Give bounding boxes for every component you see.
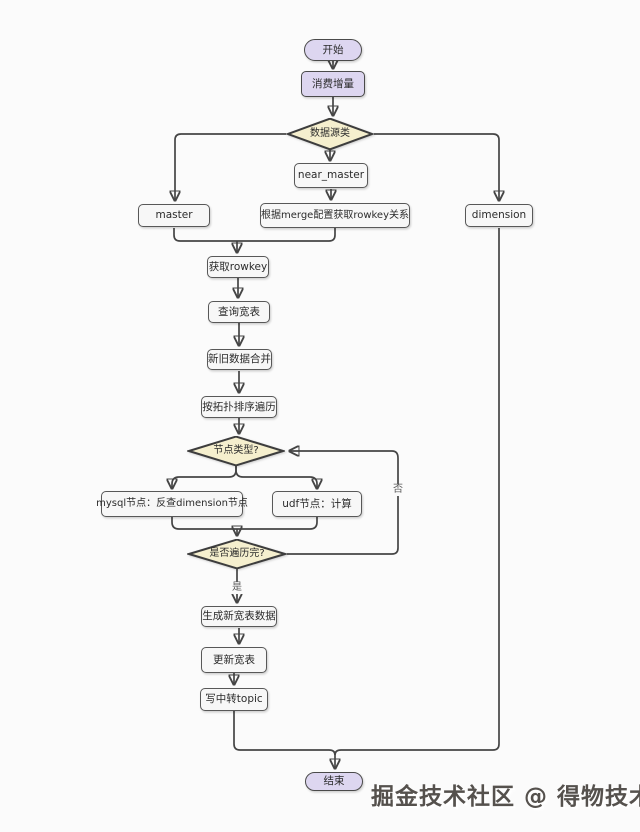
node-mysql-reverse-lookup-label: mysql节点：反查dimension节点 (96, 498, 248, 509)
node-start-label: 开始 (322, 43, 344, 56)
node-merge-old-new-data-label: 新旧数据合并 (208, 353, 271, 366)
node-end: 结束 (305, 772, 363, 791)
diamond-shape-icon (187, 539, 287, 569)
node-topological-traverse-label: 按拓扑排序遍历 (202, 400, 276, 413)
node-write-transfer-topic: 写中转topic (200, 688, 268, 711)
diamond-shape-icon (187, 436, 285, 466)
edge-udf-join2 (237, 517, 318, 530)
edge-mergeconfig-join (237, 228, 336, 242)
watermark-text: 掘金技术社区 @ 得物技术 (371, 784, 640, 810)
node-dimension: dimension (465, 204, 533, 227)
diamond-shape-icon (286, 118, 374, 150)
decision-traverse-done-label: 是否遍历完? (209, 548, 265, 559)
edge-sourcetype-master (175, 133, 286, 200)
node-generate-wide-data: 生成新宽表数据 (201, 606, 277, 627)
node-near-master-label: near_master (297, 169, 365, 182)
decision-node-type: 节点类型? (187, 436, 285, 466)
edge-mysql-join2 (171, 517, 237, 530)
node-near-master: near_master (294, 163, 368, 188)
node-generate-wide-data-label: 生成新宽表数据 (202, 610, 276, 623)
edge-writetopic-bottomjoin (233, 711, 336, 756)
decision-data-source-type-label: 数据源类 (310, 128, 350, 139)
node-udf-compute: udf节点：计算 (272, 491, 362, 517)
node-merge-old-new-data: 新旧数据合并 (207, 349, 272, 370)
edge-no-loopback (287, 451, 399, 555)
edge-nodetype-mysql (172, 466, 237, 488)
node-update-wide-table-label: 更新宽表 (213, 653, 255, 666)
node-master-label: master (155, 209, 193, 222)
edge-label-yes: 是 (230, 582, 244, 594)
node-merge-config-rowkey: 根据merge配置获取rowkey关系 (260, 203, 410, 228)
edge-label-no: 否 (391, 484, 405, 496)
node-udf-compute-label: udf节点：计算 (282, 497, 352, 510)
node-mysql-reverse-lookup: mysql节点：反查dimension节点 (96, 491, 248, 517)
node-master: master (138, 204, 210, 227)
node-dimension-label: dimension (471, 209, 527, 222)
node-write-transfer-topic-label: 写中转topic (205, 693, 263, 706)
node-update-wide-table: 更新宽表 (201, 647, 267, 673)
node-topological-traverse: 按拓扑排序遍历 (201, 396, 277, 418)
edge-sourcetype-dimension (374, 133, 499, 200)
decision-data-source-type: 数据源类 (286, 118, 374, 150)
node-get-rowkey: 获取rowkey (207, 256, 269, 278)
edge-dimension-bottomjoin (334, 228, 500, 756)
node-end-label: 结束 (323, 775, 345, 788)
node-query-wide-table-label: 查询宽表 (218, 305, 260, 318)
node-consume-increment: 消费增量 (301, 71, 365, 97)
edge-nodetype-udf (235, 466, 317, 488)
node-query-wide-table: 查询宽表 (208, 301, 270, 323)
node-consume-increment-label: 消费增量 (312, 77, 354, 90)
edge-master-join (173, 228, 237, 242)
node-get-rowkey-label: 获取rowkey (208, 260, 268, 273)
decision-traverse-done: 是否遍历完? (187, 539, 287, 569)
node-start: 开始 (304, 39, 362, 61)
node-merge-config-rowkey-label: 根据merge配置获取rowkey关系 (260, 209, 410, 221)
decision-node-type-label: 节点类型? (213, 445, 259, 456)
